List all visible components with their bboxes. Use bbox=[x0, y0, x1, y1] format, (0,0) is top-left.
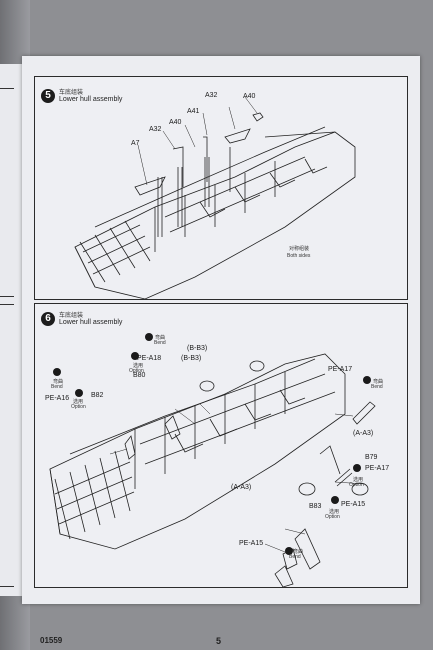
option-icon-1 bbox=[131, 352, 139, 360]
option-cn-3: 选用 bbox=[353, 477, 364, 483]
bend-en-4: Bend bbox=[289, 554, 301, 560]
option-icon-2 bbox=[75, 389, 83, 397]
label-b79: B79 bbox=[365, 454, 378, 461]
bend-cn-3: 弯曲 bbox=[373, 379, 384, 385]
both-sides-note-cn: 对称组装 bbox=[289, 246, 310, 252]
label-a41: A41 bbox=[187, 108, 200, 115]
option-en-2: Option bbox=[71, 404, 86, 410]
label-b3-a: (B-B3) bbox=[187, 345, 208, 352]
option-en-1: Option bbox=[129, 368, 144, 374]
option-cn-4: 选用 bbox=[329, 509, 340, 515]
label-a3-right: (A-A3) bbox=[353, 430, 374, 437]
page-number: 5 bbox=[216, 636, 222, 646]
label-a32-top: A32 bbox=[205, 92, 218, 99]
label-a3-left: (A-A3) bbox=[231, 484, 252, 491]
option-icon-4 bbox=[331, 496, 339, 504]
label-b83: B83 bbox=[309, 503, 322, 510]
label-pe-a16: PE-A16 bbox=[45, 395, 70, 402]
label-pe-a17-right: PE-A17 bbox=[365, 465, 390, 472]
label-a40: A40 bbox=[169, 119, 182, 126]
instruction-page: 5 车底组装 Lower hull assembly bbox=[22, 56, 420, 646]
step-6-title-en: Lower hull assembly bbox=[59, 319, 123, 326]
label-pe-a18: PE-A18 bbox=[137, 355, 162, 362]
step-5-title-cn: 车底组装 bbox=[59, 90, 84, 96]
previous-page-edge bbox=[0, 64, 23, 596]
bend-cn-1: 弯曲 bbox=[155, 335, 166, 341]
bend-cn-2: 弯曲 bbox=[53, 379, 64, 385]
step-6-title-cn: 车底组装 bbox=[59, 313, 84, 319]
option-en-3: Option bbox=[349, 482, 364, 488]
label-pe-a17-top: PE-A17 bbox=[328, 366, 353, 373]
bend-icon-2 bbox=[53, 368, 61, 376]
both-sides-note-en: Both sides bbox=[287, 253, 311, 259]
label-b80: B80 bbox=[133, 372, 146, 379]
step-5-number: 5 bbox=[41, 89, 55, 103]
label-a40-top: A40 bbox=[243, 93, 256, 100]
step-6-hull-drawing bbox=[49, 353, 376, 587]
label-a7: A7 bbox=[131, 140, 140, 147]
option-cn-1: 选用 bbox=[133, 363, 144, 369]
label-pe-a15-right: PE-A15 bbox=[341, 501, 366, 508]
label-b82: B82 bbox=[91, 392, 104, 399]
step-6-panel: 6 车底组装 Lower hull assembly bbox=[34, 303, 408, 588]
bend-icon-3 bbox=[363, 376, 371, 384]
label-a32: A32 bbox=[149, 126, 162, 133]
bend-en-3: Bend bbox=[371, 384, 383, 390]
bend-icon-4 bbox=[285, 547, 293, 555]
bend-icon-1 bbox=[145, 333, 153, 341]
label-pe-a15-bottom: PE-A15 bbox=[239, 540, 264, 547]
option-en-4: Option bbox=[325, 514, 340, 520]
label-b3-b: (B-B3) bbox=[181, 355, 202, 362]
option-cn-2: 选用 bbox=[73, 399, 84, 405]
bend-en-1: Bend bbox=[154, 340, 166, 346]
bend-en-2: Bend bbox=[51, 384, 63, 390]
step-5-panel: 5 车底组装 Lower hull assembly bbox=[34, 76, 408, 300]
option-icon-3 bbox=[353, 464, 361, 472]
step-5-title-en: Lower hull assembly bbox=[59, 96, 123, 103]
step-5-hull-drawing bbox=[74, 96, 356, 299]
step-6-number: 6 bbox=[41, 312, 55, 326]
product-code: 01559 bbox=[40, 636, 63, 645]
bend-cn-4: 弯曲 bbox=[293, 549, 304, 555]
